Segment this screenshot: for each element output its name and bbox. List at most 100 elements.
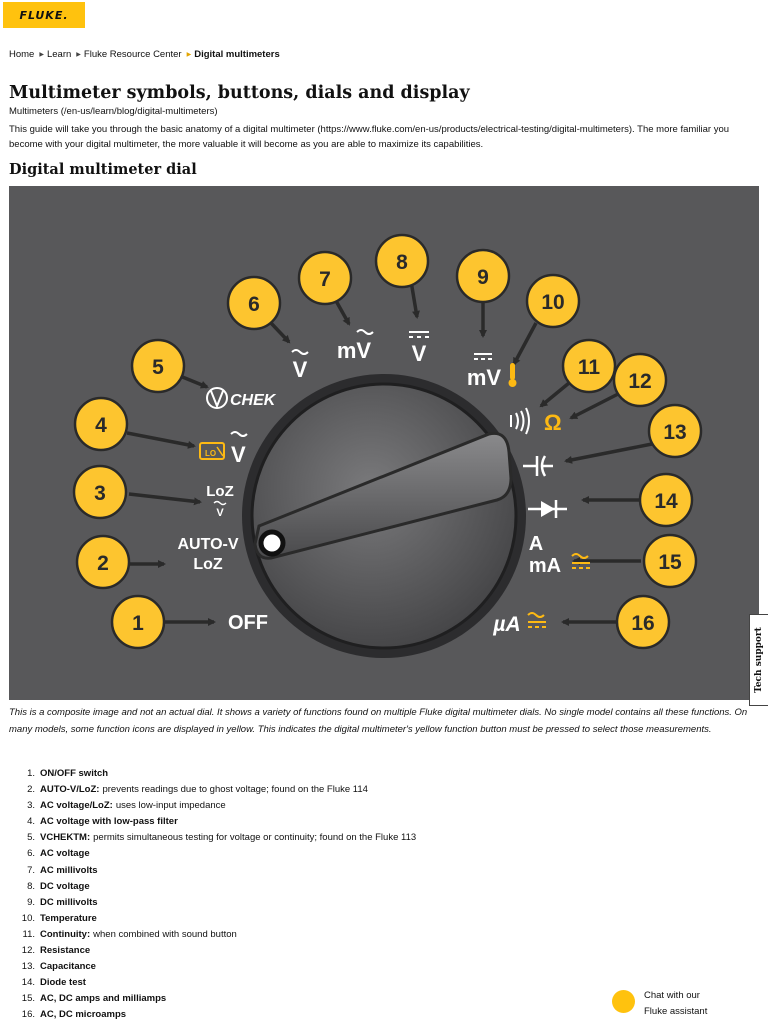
badge-7: 7 — [297, 250, 353, 306]
function-list-item: 14. Diode test — [9, 975, 416, 991]
list-item-number: 14. — [21, 977, 35, 989]
svg-text:8: 8 — [396, 251, 408, 274]
list-item-number: 2. — [27, 784, 35, 796]
label-loz-v-small: V — [216, 507, 224, 519]
label-autov: AUTO-V — [177, 536, 238, 553]
intro-paragraph: This guide will take you through the bas… — [9, 124, 730, 150]
chevron-right-icon: ▶ — [76, 52, 81, 58]
capacitance-icon — [523, 455, 553, 477]
function-name: AC, DC microamps — [40, 1009, 127, 1021]
thermometer-icon — [508, 363, 517, 387]
badge-15: 15 — [642, 533, 698, 589]
chat-bubble-icon[interactable] — [612, 990, 635, 1013]
list-item-number: 5. — [27, 832, 35, 844]
badge-8: 8 — [374, 233, 430, 289]
chat-label[interactable]: Chat with our Fluke assistant — [644, 988, 707, 1020]
badge-13: 13 — [647, 403, 703, 459]
list-item-number: 8. — [27, 880, 35, 892]
list-item-number: 12. — [21, 945, 35, 957]
dc-symbol-icon — [409, 331, 429, 338]
label-loz: LoZ — [193, 556, 223, 573]
label-amps: A — [529, 533, 543, 555]
list-item-number: 15. — [21, 993, 35, 1005]
list-item-number: 16. — [21, 1009, 35, 1021]
breadcrumb-resource-center[interactable]: Fluke Resource Center — [83, 49, 182, 60]
function-name: AC voltage with low-pass filter — [40, 816, 178, 828]
function-list-item: 12. Resistance — [9, 943, 416, 959]
label-v-filter: V — [231, 442, 246, 467]
breadcrumb: Home ▶ Learn ▶ Fluke Resource Center ▶ D… — [9, 49, 280, 60]
label-ac-v: V — [293, 357, 308, 382]
function-name: AUTO-V/LoZ: — [40, 784, 100, 796]
function-list-item: 16. AC, DC microamps — [9, 1007, 416, 1023]
svg-text:5: 5 — [152, 356, 164, 379]
svg-text:6: 6 — [248, 293, 260, 316]
chat-line-2: Fluke assistant — [644, 1006, 708, 1017]
function-name: AC millivolts — [40, 864, 98, 876]
function-list-item: 10. Temperature — [9, 911, 416, 927]
diode-icon — [528, 500, 567, 518]
fluke-logo[interactable]: FLUKE. — [3, 2, 85, 28]
badge-4: 4 — [73, 396, 129, 452]
function-list-item: 1. ON/OFF switch — [9, 766, 416, 782]
svg-text:CHEK: CHEK — [230, 392, 277, 409]
function-list-item: 5. VCHEKTM:permits simultaneous testing … — [9, 830, 416, 846]
badge-9: 9 — [455, 248, 511, 304]
tech-support-tab[interactable]: Tech support — [749, 614, 768, 706]
list-item-number: 9. — [27, 896, 35, 908]
tech-support-label: Tech support — [754, 627, 764, 693]
label-loz-v: LoZ — [206, 483, 234, 500]
chat-widget[interactable]: Chat with our Fluke assistant — [612, 988, 762, 1024]
low-pass-filter-icon: LO — [199, 442, 225, 460]
list-item-number: 10. — [21, 912, 35, 924]
badge-6: 6 — [226, 275, 282, 331]
badge-1: 1 — [110, 594, 166, 650]
multimeter-dial-figure: 1 2 3 4 5 6 7 8 9 10 11 12 13 14 15 16 O… — [9, 186, 759, 700]
badge-11: 11 — [561, 338, 617, 394]
list-item-number: 4. — [27, 816, 35, 828]
chevron-right-icon: ▶ — [186, 52, 192, 58]
svg-text:1: 1 — [132, 612, 144, 635]
badge-2: 2 — [75, 534, 131, 590]
label-milliamps: mA — [529, 555, 561, 577]
breadcrumb-home[interactable]: Home — [9, 49, 35, 60]
section-heading: Digital multimeter dial — [9, 161, 197, 178]
function-list-item: 11. Continuity:when combined with sound … — [9, 927, 416, 943]
list-item-number: 13. — [21, 961, 35, 973]
svg-text:13: 13 — [663, 421, 686, 444]
breadcrumb-learn[interactable]: Learn — [46, 49, 72, 60]
ac-dc-icon — [571, 553, 590, 569]
function-description: uses low-input impedance — [115, 800, 226, 812]
page-subtitle: Multimeters (/en-us/learn/blog/digital-m… — [9, 106, 218, 117]
svg-text:4: 4 — [95, 414, 107, 437]
ac-dc-icon — [527, 612, 546, 628]
svg-text:2: 2 — [97, 552, 109, 575]
chat-line-1: Chat with our — [644, 990, 700, 1001]
ac-tilde-icon — [230, 431, 248, 437]
function-name: Diode test — [40, 977, 86, 989]
svg-text:10: 10 — [541, 291, 564, 314]
list-item-number: 6. — [27, 848, 35, 860]
function-name: Resistance — [40, 945, 91, 957]
list-item-number: 7. — [27, 864, 35, 876]
svg-text:7: 7 — [319, 268, 331, 291]
svg-text:3: 3 — [94, 482, 106, 505]
badge-10: 10 — [525, 273, 581, 329]
function-name: Capacitance — [40, 961, 96, 973]
function-list-item: 7. AC millivolts — [9, 863, 416, 879]
function-list-item: 4. AC voltage with low-pass filter — [9, 814, 416, 830]
svg-text:11: 11 — [578, 356, 601, 379]
page-title: Multimeter symbols, buttons, dials and d… — [9, 83, 470, 103]
function-name: VCHEKTM: — [40, 832, 91, 844]
function-list-item: 15. AC, DC amps and milliamps — [9, 991, 416, 1007]
svg-text:14: 14 — [654, 490, 678, 513]
chevron-right-icon: ▶ — [39, 52, 44, 58]
svg-text:15: 15 — [658, 551, 682, 574]
svg-text:12: 12 — [628, 370, 651, 393]
function-list-item: 6. AC voltage — [9, 846, 416, 862]
function-name: ON/OFF switch — [40, 768, 109, 779]
function-list-item: 9. DC millivolts — [9, 895, 416, 911]
ac-tilde-icon — [291, 349, 309, 355]
figure-caption: This is a composite image and not an act… — [9, 707, 748, 735]
